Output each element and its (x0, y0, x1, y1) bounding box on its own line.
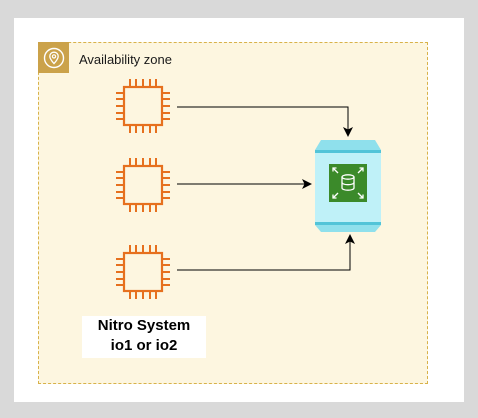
ebs-volume-icon (315, 140, 381, 232)
availability-zone-label: Availability zone (79, 52, 172, 67)
ec2-instance-chip-icon (113, 155, 173, 215)
location-pin-icon (38, 42, 69, 73)
caption-line-2: io1 or io2 (110, 337, 178, 354)
connector-bottom-instance-to-volume (177, 234, 355, 271)
ec2-instance-chip-icon (113, 242, 173, 302)
connector-top-instance-to-volume (177, 106, 353, 137)
nitro-system-caption: Nitro System io1 or io2 (82, 316, 206, 358)
ec2-instance-chip-icon (113, 76, 173, 136)
caption-line-1: Nitro System (97, 317, 191, 334)
